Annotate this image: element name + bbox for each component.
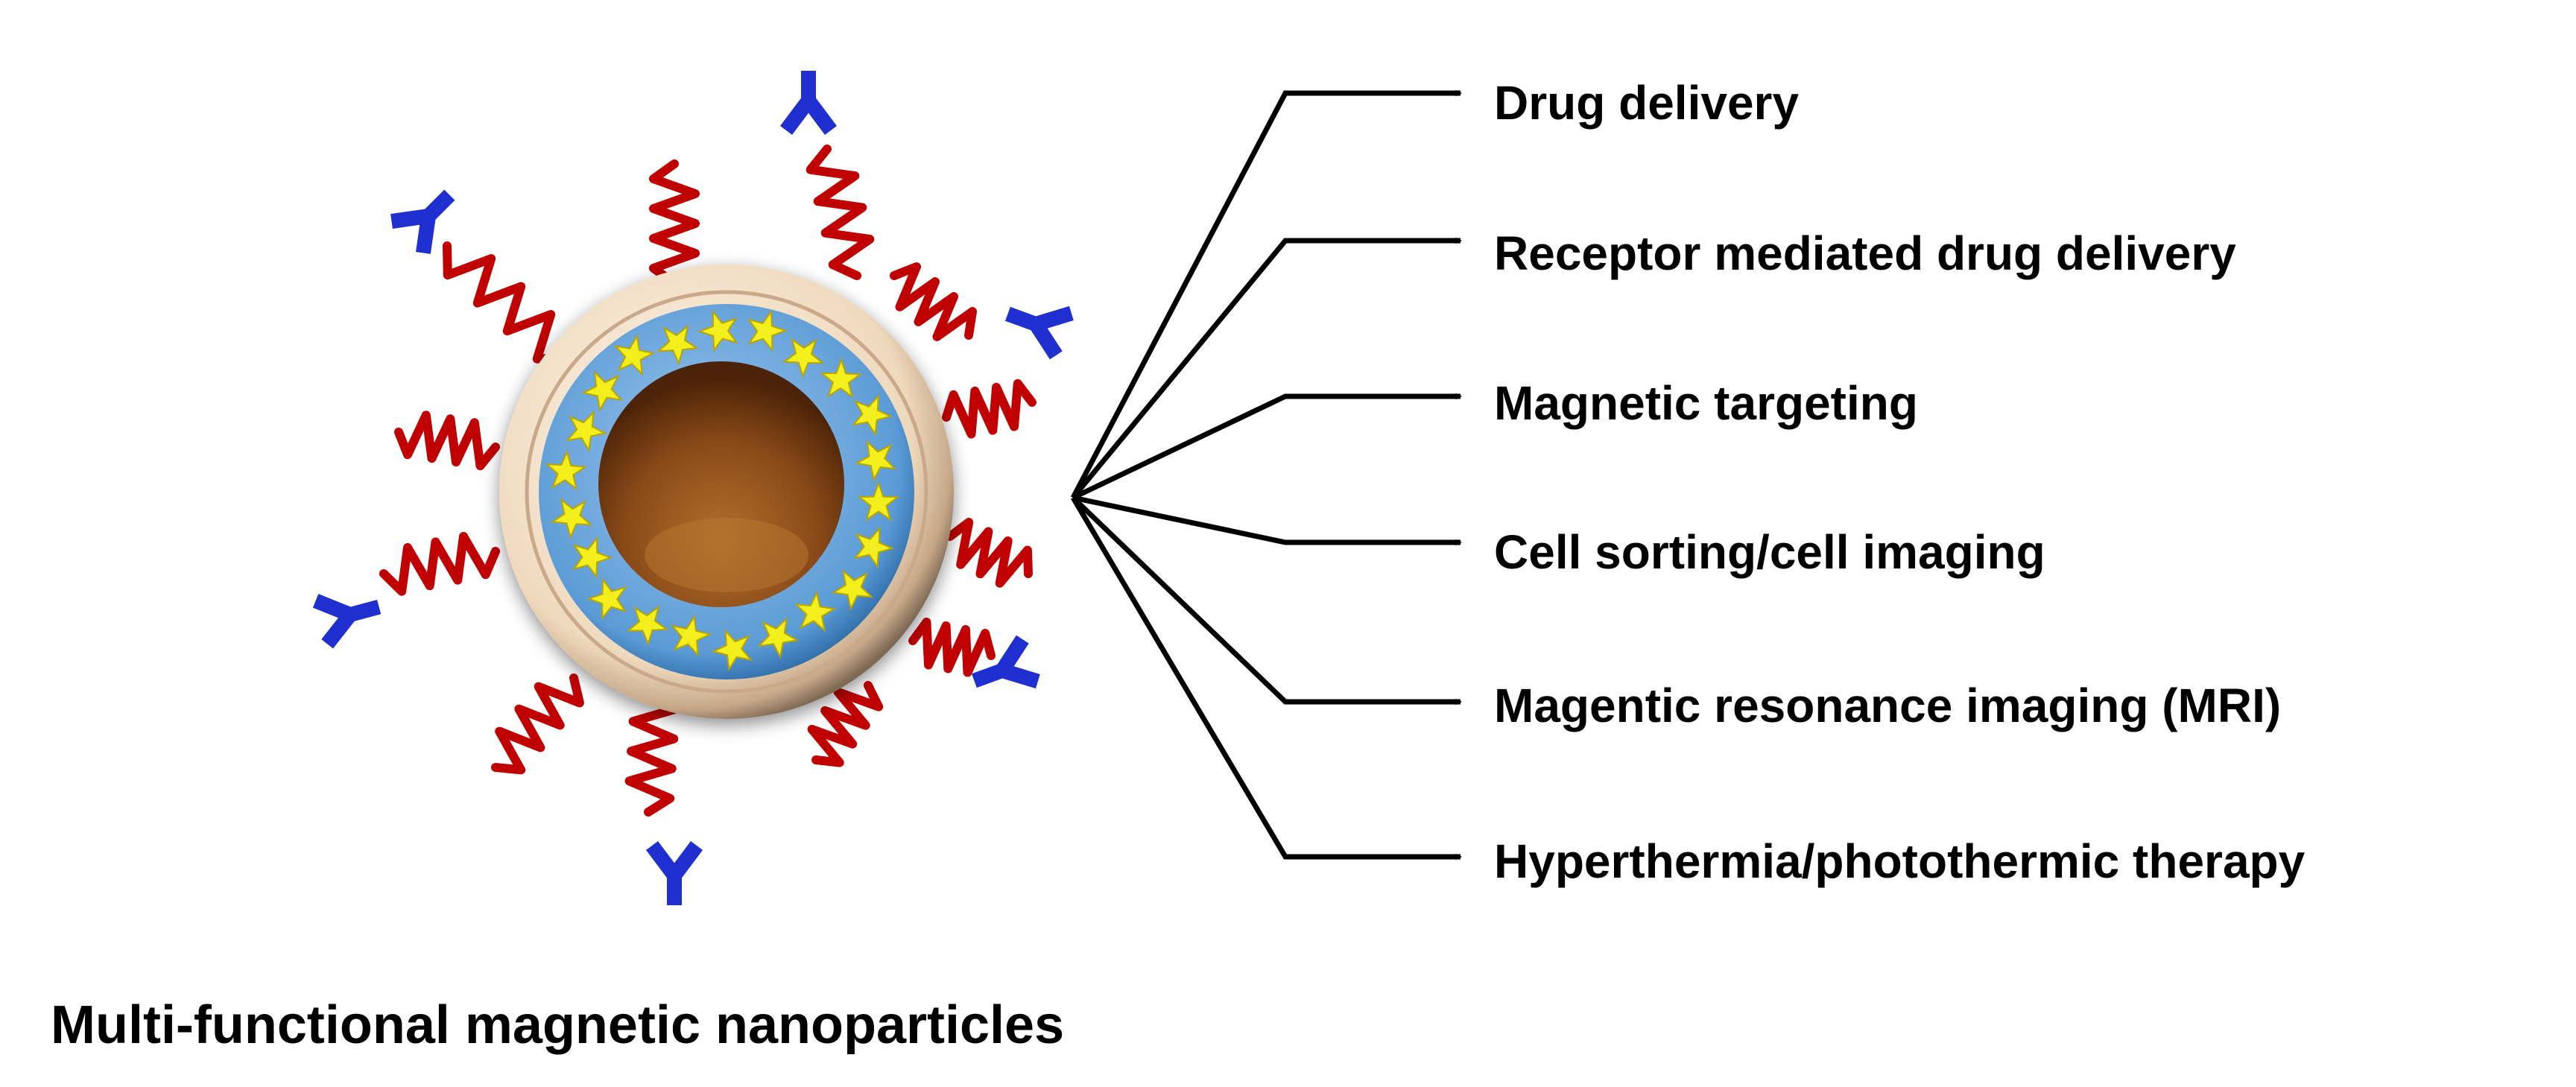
star-icon	[820, 358, 863, 399]
polymer-chain-icon	[443, 241, 571, 364]
drug-molecules	[545, 309, 900, 671]
star-icon	[831, 568, 874, 611]
star-icon	[581, 370, 624, 413]
core-highlight	[645, 518, 808, 592]
star-icon	[670, 614, 712, 657]
polymer-chain-icon	[649, 159, 700, 288]
application-arrows	[1070, 93, 1461, 857]
star-icon	[586, 577, 627, 621]
star-icon	[853, 526, 895, 569]
star-icon	[851, 393, 893, 437]
star-icon	[711, 629, 753, 671]
application-label-drug-delivery: Drug delivery	[1494, 76, 1799, 130]
arrow-1	[1070, 93, 1461, 499]
polymer-chain-icon	[624, 688, 680, 817]
polymer-chains	[379, 145, 1037, 817]
star-icon	[613, 334, 656, 376]
arrow-6	[1070, 496, 1461, 857]
application-label-receptor-mediated: Receptor mediated drug delivery	[1494, 226, 2236, 280]
star-icon	[565, 410, 607, 453]
antibody-icon	[780, 71, 837, 135]
star-icon	[794, 590, 837, 633]
star-icon	[747, 309, 788, 352]
polymer-chain-icon	[394, 411, 500, 471]
diagram-caption: Multi-functional magnetic nanoparticles	[51, 995, 1064, 1055]
nanoparticle	[499, 264, 954, 719]
arrow-5	[1071, 495, 1461, 702]
star-icon	[857, 481, 900, 522]
star-icon	[656, 324, 699, 366]
star-icon	[854, 440, 897, 482]
polymer-chain-icon	[908, 618, 996, 677]
antibody-icon	[312, 594, 382, 649]
polymer-chain-icon	[806, 145, 875, 280]
antibody-icon	[971, 635, 1040, 689]
star-icon	[782, 337, 825, 378]
arrow-4	[1072, 495, 1461, 542]
star-icon	[697, 309, 738, 352]
application-label-magnetic-targeting: Magnetic targeting	[1494, 376, 1918, 430]
application-label-hyperthermia: Hyperthermia/photothermic therapy	[1494, 834, 2306, 888]
star-icon	[757, 617, 800, 659]
antibodies	[312, 71, 1074, 905]
star-icon	[550, 498, 593, 539]
application-list: Drug delivery Receptor mediated drug del…	[1494, 76, 2306, 888]
antibody-icon	[390, 189, 455, 254]
polymer-chain-icon	[942, 378, 1037, 439]
star-icon	[545, 449, 588, 491]
inner-ring	[525, 290, 928, 694]
antibody-icon	[646, 841, 703, 905]
application-label-cell-sorting: Cell sorting/cell imaging	[1494, 525, 2045, 579]
polymer-chain-icon	[807, 681, 884, 767]
star-icon	[572, 536, 613, 579]
polymer-chain-icon	[946, 518, 1033, 588]
arrow-3	[1072, 396, 1461, 501]
star-icon	[626, 605, 669, 647]
arrow-2	[1071, 241, 1461, 500]
application-label-mri: Magentic resonance imaging (MRI)	[1494, 679, 2281, 732]
polymer-chain-icon	[491, 674, 584, 775]
polymer-chain-icon	[890, 262, 977, 341]
polymer-chain-icon	[379, 532, 500, 596]
antibody-icon	[1004, 305, 1074, 360]
